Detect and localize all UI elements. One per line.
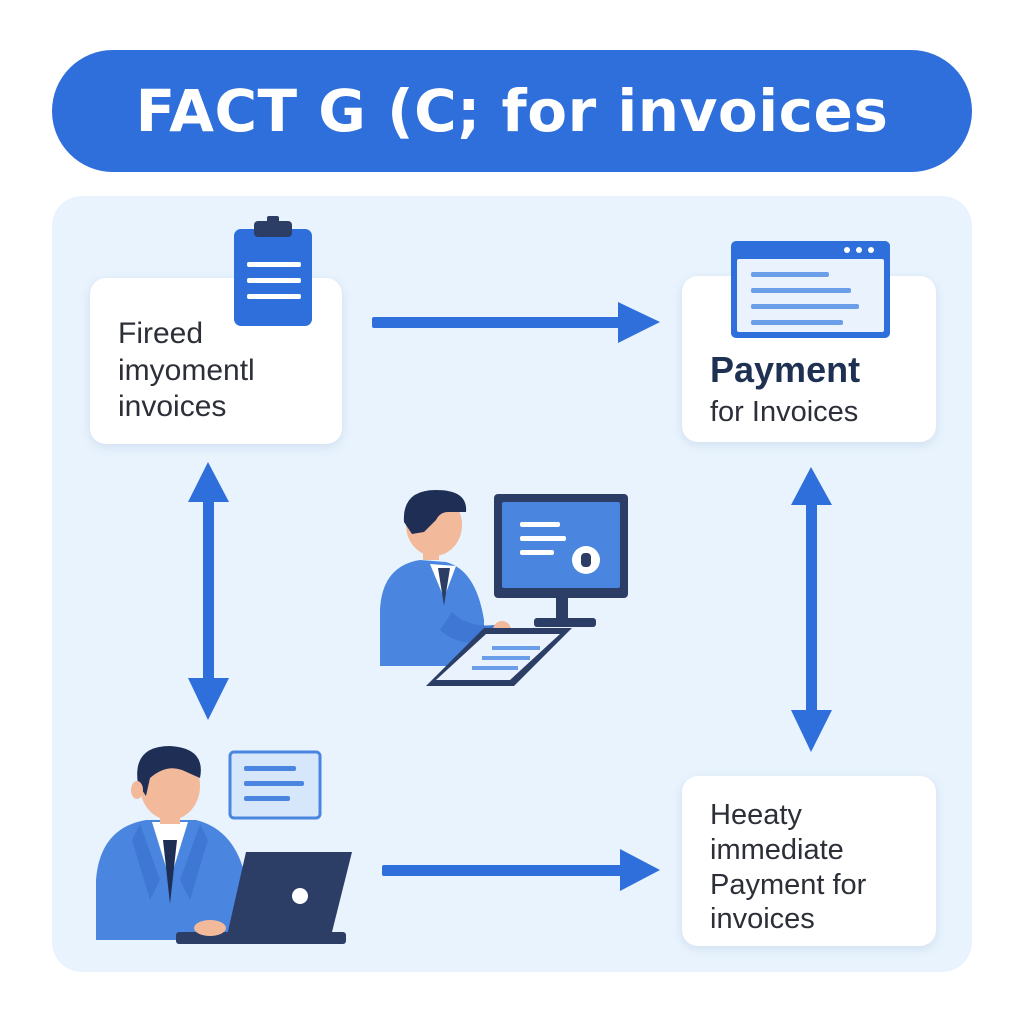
card-tl-text: Fireed imyomentl invoices	[118, 316, 342, 426]
arrow-bottom-right	[382, 849, 660, 891]
page-title: FACT G (C; for invoices	[135, 77, 889, 145]
title-banner: FACT G (C; for invoices	[52, 50, 972, 172]
card-br-line-2: immediate	[710, 833, 844, 866]
card-br-text: Heeaty immediate Payment for invoices	[710, 798, 936, 937]
card-br-line-4: invoices	[710, 903, 815, 936]
arrow-left-vertical	[188, 462, 229, 720]
card-tr-subtitle: for Invoices	[710, 395, 859, 428]
card-br-line-1: Heeaty	[710, 799, 802, 831]
arrow-top-right	[372, 302, 660, 343]
card-tr-text: Payment for Invoices	[710, 351, 936, 430]
arrow-right-vertical	[791, 467, 832, 752]
card-tl-line-1: Fireed	[118, 317, 204, 350]
card-immediate-payment: Heeaty immediate Payment for invoices	[682, 776, 936, 946]
card-br-line-3: Payment for	[710, 868, 867, 901]
card-tl-line-2: imyomentl	[118, 353, 255, 387]
card-tr-heading: Payment	[710, 349, 861, 390]
card-tl-line-3: invoices	[118, 390, 227, 424]
card-fireed-invoices: Fireed imyomentl invoices	[90, 278, 342, 444]
